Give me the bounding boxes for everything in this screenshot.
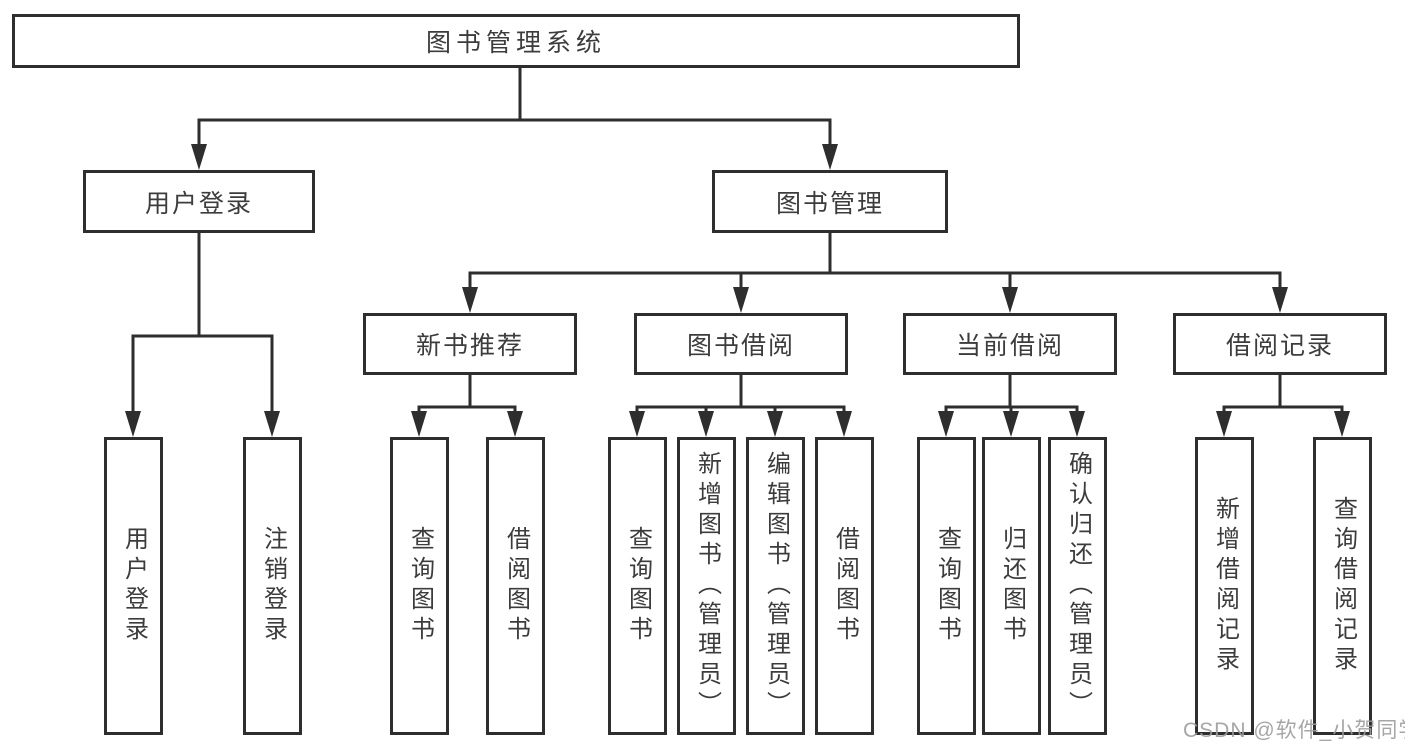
- leaf-borrow-books-1: 借阅图书: [486, 437, 545, 735]
- leaf-borrow-books-2: 借阅图书: [815, 437, 874, 735]
- node-library-management-system: 图书管理系统: [12, 14, 1020, 68]
- leaf-user-login: 用户登录: [104, 437, 163, 735]
- node-user-login: 用户登录: [83, 170, 315, 233]
- node-new-book-recommend: 新书推荐: [363, 313, 577, 375]
- node-current-borrowing: 当前借阅: [903, 313, 1117, 375]
- leaf-query-books-2: 查询图书: [608, 437, 667, 735]
- leaf-edit-books-admin: 编辑图书（管理员）: [746, 437, 805, 735]
- node-book-management: 图书管理: [712, 170, 948, 233]
- node-book-borrowing: 图书借阅: [634, 313, 848, 375]
- leaf-confirm-return-admin: 确认归还（管理员）: [1048, 437, 1107, 735]
- leaf-logout: 注销登录: [243, 437, 302, 735]
- leaf-return-books: 归还图书: [982, 437, 1041, 735]
- leaf-query-books-3: 查询图书: [917, 437, 976, 735]
- leaf-add-borrow-record: 新增借阅记录: [1195, 437, 1254, 735]
- leaf-add-books-admin: 新增图书（管理员）: [677, 437, 736, 735]
- leaf-query-borrow-record: 查询借阅记录: [1313, 437, 1372, 735]
- leaf-query-books-1: 查询图书: [390, 437, 449, 735]
- node-borrowing-records: 借阅记录: [1173, 313, 1387, 375]
- watermark: CSDN @软件_小贺同学: [1183, 719, 1405, 742]
